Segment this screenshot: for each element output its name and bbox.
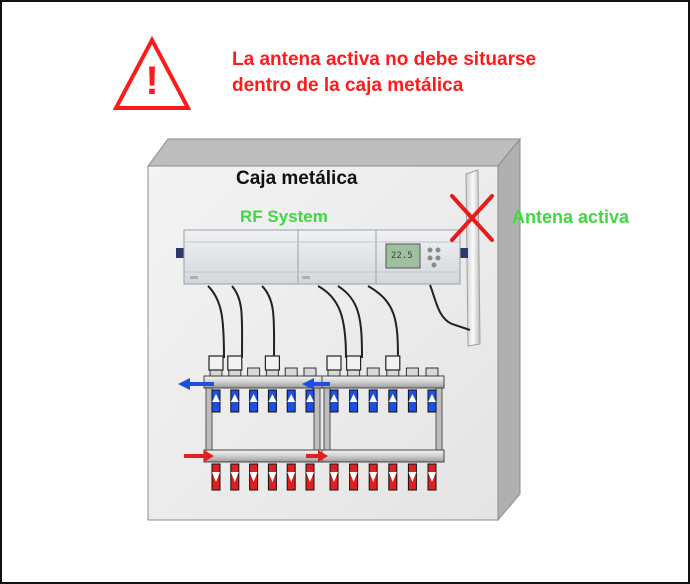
exclamation-mark: ! — [145, 59, 159, 103]
red-x-icon — [450, 194, 494, 242]
valve-cap — [366, 367, 380, 377]
manifold-post — [205, 377, 213, 461]
antenna-label: Antena activa — [512, 207, 630, 227]
return-outlet-arrow — [249, 472, 258, 482]
warning-line-2: dentro de la caja metálica — [232, 75, 464, 96]
lcd-display — [385, 243, 421, 269]
supply-flow-arrow — [178, 378, 214, 390]
warning-line-1: La antena activa no debe situarse — [232, 49, 537, 70]
manifold-post — [323, 377, 331, 461]
metal-box — [147, 137, 522, 522]
actuator-head — [227, 355, 243, 371]
supply-outlet-arrow — [349, 394, 358, 402]
metal-box-label: Caja metálica — [236, 168, 358, 189]
return-outlet-arrow — [428, 472, 436, 482]
actuator-head — [208, 355, 224, 371]
return-outlet-arrow — [408, 472, 417, 482]
supply-outlet-arrow — [268, 394, 277, 402]
supply-outlet-arrow — [287, 394, 296, 402]
actuator-head — [264, 355, 280, 371]
valve-cap — [247, 367, 261, 377]
rf-system-controller — [176, 229, 468, 285]
return-flow-arrow — [184, 450, 214, 462]
lcd-display-value: 22.5 — [391, 251, 413, 261]
warning-triangle-icon — [112, 35, 192, 110]
return-outlet-arrow — [330, 472, 338, 482]
actuator-cables — [207, 285, 399, 361]
rf-system-label: RF System — [240, 207, 328, 226]
supply-flow-arrow — [302, 378, 330, 390]
supply-bar — [203, 375, 323, 389]
supply-outlet-arrow — [249, 394, 258, 402]
return-outlet-arrow — [287, 472, 296, 482]
supply-outlet-arrow — [369, 394, 378, 402]
supply-outlet-arrow — [330, 394, 338, 402]
supply-bar — [321, 375, 445, 389]
warning-message: La antena activa no debe situarse dentro… — [232, 47, 652, 99]
valve-cap — [284, 367, 298, 377]
manifold-post — [313, 377, 321, 461]
return-outlet-arrow — [349, 472, 358, 482]
supply-outlet-arrow — [388, 394, 397, 402]
actuator-head — [326, 355, 342, 371]
return-outlet-arrow — [212, 472, 220, 482]
actuator-head — [346, 355, 362, 371]
supply-outlet-arrow — [306, 394, 314, 402]
supply-outlet-arrow — [212, 394, 220, 402]
return-outlet-arrow — [388, 472, 397, 482]
supply-outlet-arrow — [230, 394, 239, 402]
return-flow-arrow — [306, 450, 328, 462]
supply-outlet-arrow — [428, 394, 436, 402]
supply-outlet-arrow — [408, 394, 417, 402]
return-bar — [321, 449, 445, 463]
valve-cap — [303, 367, 317, 377]
return-bar — [203, 449, 323, 463]
return-outlet-arrow — [230, 472, 239, 482]
actuator-head — [385, 355, 401, 371]
valve-cap — [425, 367, 439, 377]
return-outlet-arrow — [369, 472, 378, 482]
valve-cap — [405, 367, 419, 377]
return-outlet-arrow — [268, 472, 277, 482]
manifold-assembly — [178, 355, 445, 491]
manifold-post — [435, 377, 443, 461]
return-outlet-arrow — [306, 472, 314, 482]
